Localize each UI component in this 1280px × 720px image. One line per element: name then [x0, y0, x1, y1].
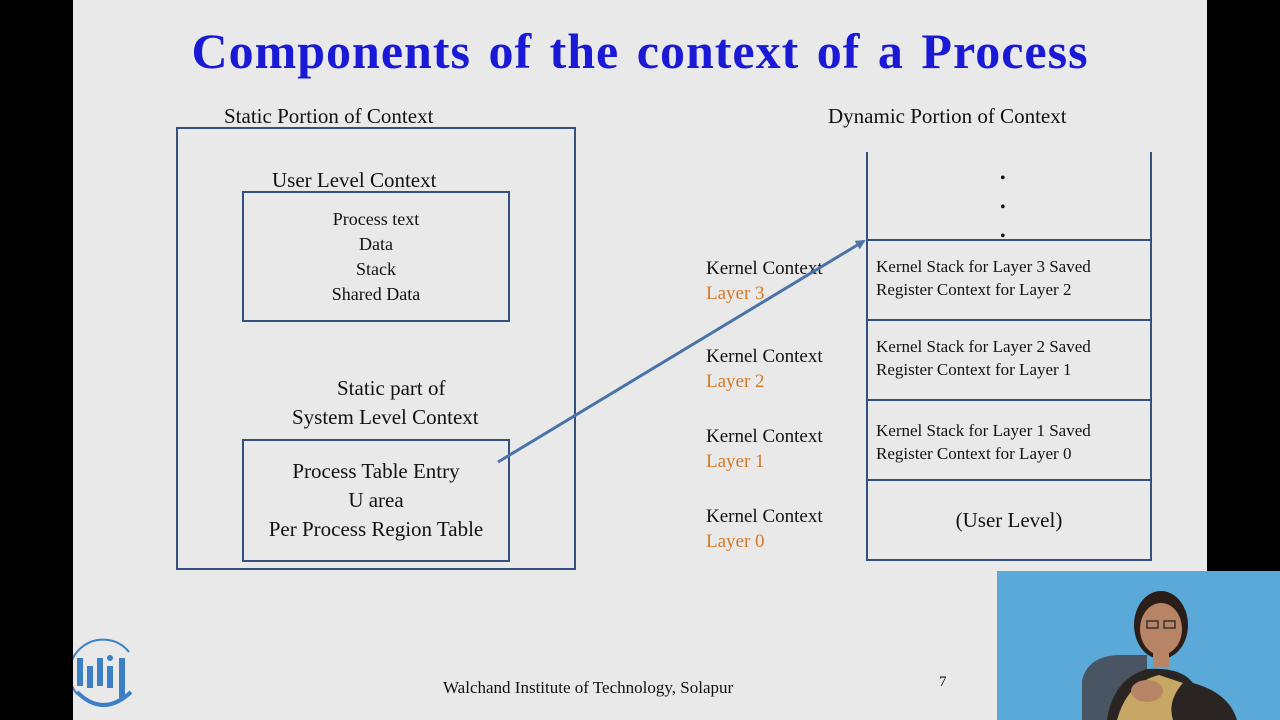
kernel-context-layer: Layer 0 — [706, 531, 765, 552]
kernel-context-layer: Layer 2 — [706, 371, 765, 392]
ellipsis-dots: ••• — [1000, 170, 1006, 245]
arrow-line — [497, 239, 866, 464]
slide: Components of the context of a Process S… — [73, 0, 1207, 720]
stack-cell-line: Register Context for Layer 2 — [876, 280, 1072, 299]
footer-text: Walchand Institute of Technology, Solapu… — [443, 678, 734, 697]
page-number: 7 — [939, 674, 947, 690]
system-context-item: Per Process Region Table — [268, 517, 484, 541]
system-context-item: Process Table Entry — [292, 459, 460, 483]
user-context-item: Shared Data — [331, 283, 421, 304]
kernel-context-layer: Layer 1 — [706, 451, 765, 472]
kernel-context-0: Kernel Context Layer 0 — [706, 504, 823, 554]
user-level-cell-text: (User Level) — [955, 507, 1063, 532]
kernel-context-2: Kernel Context Layer 2 — [706, 344, 823, 394]
institute-logo — [73, 638, 133, 707]
stack-cell-line: Kernel Stack for Layer 2 Saved — [876, 337, 1091, 356]
stack-cell-layer-1: Kernel Stack for Layer 1 Saved Register … — [868, 399, 1150, 480]
context-stack: ••• Kernel Stack for Layer 3 Saved Regis… — [866, 152, 1152, 561]
user-level-context-label: User Level Context — [272, 168, 437, 192]
user-context-item: Process text — [332, 208, 420, 229]
kernel-context-name: Kernel Context — [706, 506, 823, 527]
kernel-context-3: Kernel Context Layer 3 — [706, 256, 823, 306]
kernel-context-name: Kernel Context — [706, 258, 823, 279]
kernel-context-layer: Layer 3 — [706, 283, 765, 304]
pointer-arrow — [497, 239, 866, 464]
stack-cell-user-level: (User Level) — [868, 479, 1150, 559]
dynamic-portion-label: Dynamic Portion of Context — [828, 104, 1067, 128]
static-portion-label: Static Portion of Context — [224, 104, 434, 128]
presenter-image — [997, 571, 1280, 720]
slide-title: Components of the context of a Process — [191, 23, 1089, 79]
stack-cell-line: Register Context for Layer 1 — [876, 360, 1072, 379]
user-context-item: Data — [359, 233, 393, 254]
system-context-label-line2: System Level Context — [292, 405, 479, 429]
system-context-item: U area — [348, 488, 404, 512]
stack-cell-line: Kernel Stack for Layer 1 Saved — [876, 421, 1091, 440]
presenter-video — [997, 571, 1280, 720]
kernel-context-name: Kernel Context — [706, 426, 823, 447]
user-context-item: Stack — [356, 258, 396, 279]
static-portion-box — [176, 127, 576, 570]
stack-cell-layer-2: Kernel Stack for Layer 2 Saved Register … — [868, 319, 1150, 400]
kernel-context-1: Kernel Context Layer 1 — [706, 424, 823, 474]
stack-cell-layer-3: Kernel Stack for Layer 3 Saved Register … — [868, 239, 1150, 320]
kernel-context-name: Kernel Context — [706, 346, 823, 367]
user-level-context-box: Process text Data Stack Shared Data — [242, 191, 510, 322]
system-level-context-box: Process Table Entry U area Per Process R… — [242, 439, 510, 562]
system-context-label-line1: Static part of — [337, 376, 446, 400]
stack-cell-line: Register Context for Layer 0 — [876, 444, 1072, 463]
stack-cell-line: Kernel Stack for Layer 3 Saved — [876, 257, 1091, 276]
